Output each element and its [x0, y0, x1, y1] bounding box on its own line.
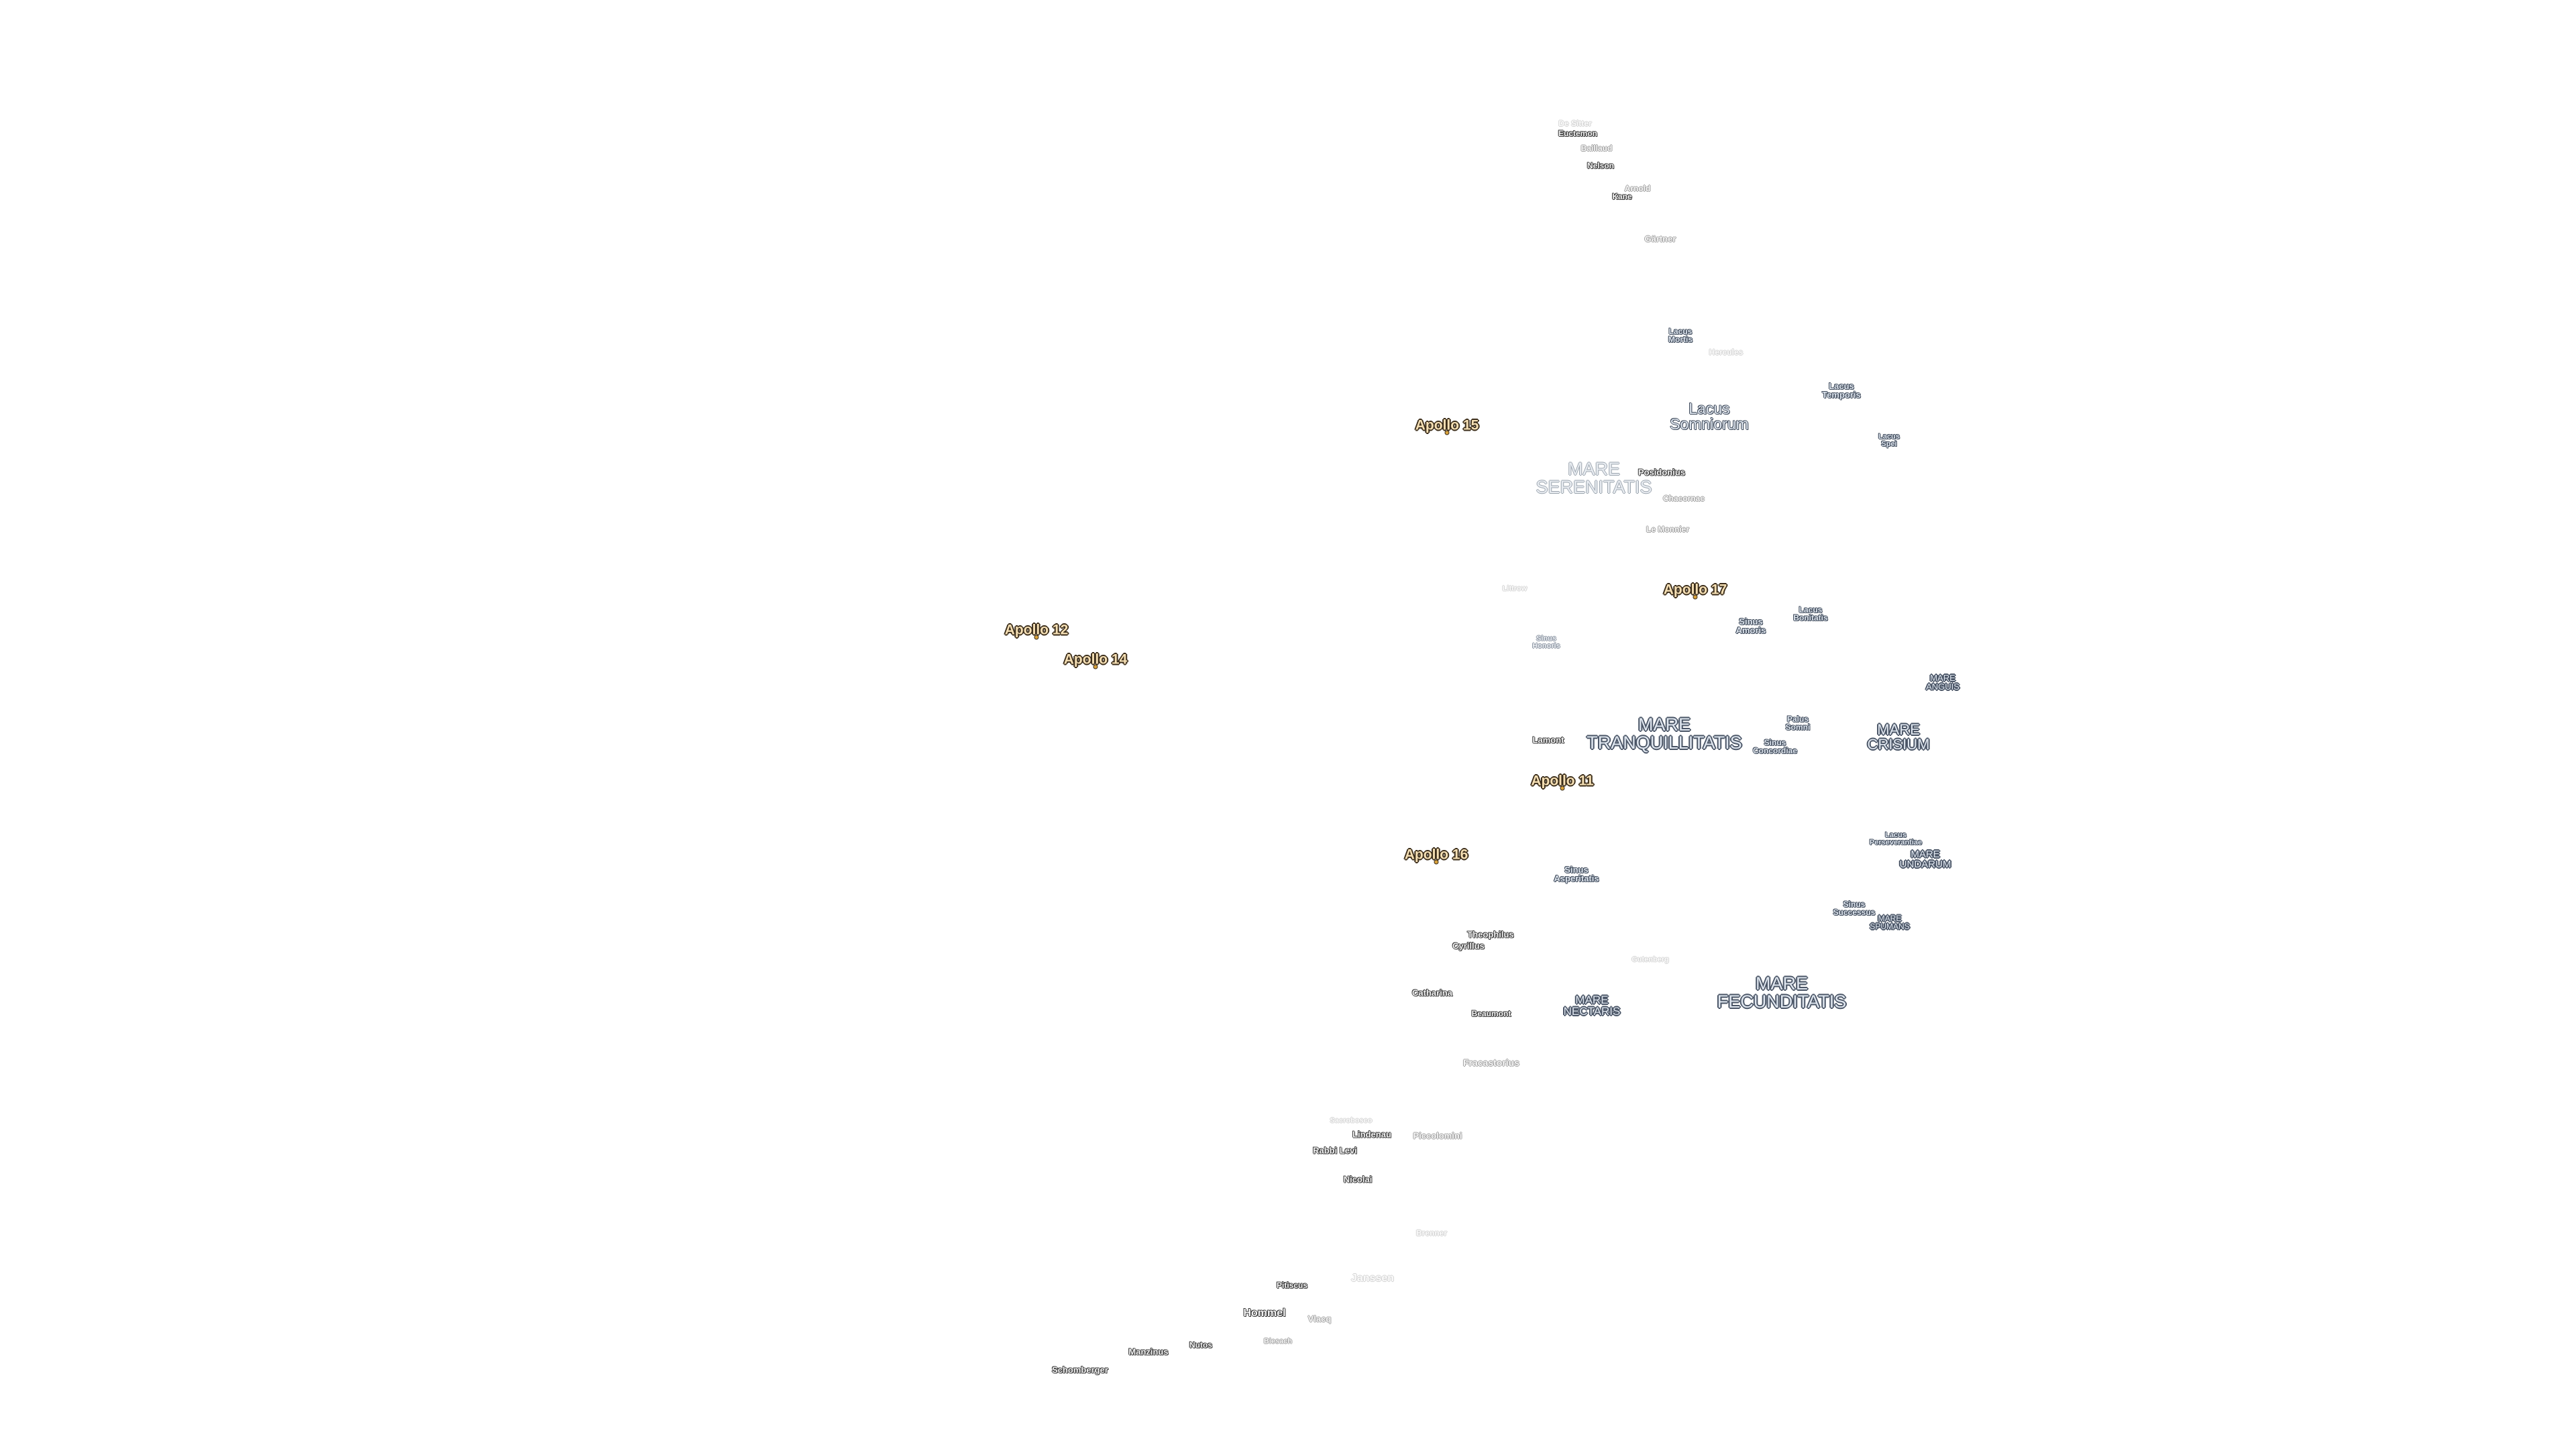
crater-label-hommel: Hommel	[1243, 1307, 1286, 1319]
bay-label-sinus-amoris: Sinus Amoris	[1735, 616, 1766, 635]
crater-label-arnold: Arnold	[1624, 184, 1651, 193]
crater-label-theophilus: Theophilus	[1467, 929, 1514, 940]
crater-label-brenner: Brenner	[1415, 1228, 1448, 1238]
crater-label-sacrobosco: Sacrobosco	[1330, 1116, 1373, 1125]
apollo-17-site-marker[interactable]	[1693, 594, 1698, 600]
sea-label-mare-nectaris: MARE NECTARIS	[1563, 994, 1621, 1018]
lake-label-lacus-temporis: Lacus Temporis	[1822, 381, 1861, 400]
apollo-12-site-marker[interactable]	[1034, 635, 1039, 640]
sea-label-mare-undarum: MARE UNDARUM	[1899, 849, 1951, 870]
apollo-16-site-marker[interactable]	[1434, 859, 1439, 865]
apollo-16-label[interactable]: Apollo 16	[1404, 847, 1468, 863]
crater-label-littrow: Littrow	[1502, 584, 1527, 593]
crater-label-biesach: Biesach	[1263, 1337, 1293, 1346]
crater-label-le-monnier: Le Monnier	[1646, 525, 1690, 534]
apollo-11-site-marker[interactable]	[1560, 786, 1565, 791]
sea-label-mare-crisium: MARE CRISIUM	[1867, 721, 1930, 753]
crater-label-cyrillus: Cyrillus	[1452, 941, 1485, 951]
lake-label-lacus-somniorum: Lacus Somniorum	[1670, 400, 1749, 433]
apollo-15-site-marker[interactable]	[1444, 430, 1450, 435]
crater-label-gartner: Gärtner	[1644, 233, 1676, 244]
crater-label-piccolomini: Piccolomini	[1413, 1130, 1462, 1141]
crater-label-manzinus: Manzinus	[1128, 1346, 1169, 1357]
crater-label-rabbi-levi: Rabbi Levi	[1313, 1145, 1357, 1156]
crater-label-nicolai: Nicolai	[1343, 1174, 1373, 1185]
sea-label-mare-fecunditatis: MARE FECUNDITATIS	[1717, 973, 1847, 1012]
crater-label-euctemon: Euctemon	[1558, 129, 1598, 138]
crater-label-lindenau: Lindenau	[1352, 1129, 1391, 1140]
crater-label-lamont: Lamont	[1532, 735, 1564, 745]
bay-label-sinus-asperitatis: Sinus Asperitatis	[1554, 865, 1599, 883]
crater-label-fracastorius: Fracastorius	[1462, 1057, 1520, 1068]
apollo-12-label[interactable]: Apollo 12	[1004, 622, 1069, 638]
lake-label-lacus-perseverantiae: Lacus Perseverantiae	[1869, 831, 1923, 847]
sea-label-mare-tranquillitatis: MARE TRANQUILLITATIS	[1587, 714, 1742, 753]
apollo-14-site-marker[interactable]	[1093, 664, 1098, 669]
crater-label-schomberger: Schomberger	[1052, 1364, 1108, 1375]
sea-label-mare-serenitatis: MARE SERENITATIS	[1536, 459, 1652, 497]
crater-label-catharina: Catharina	[1412, 987, 1452, 998]
apollo-15-label[interactable]: Apollo 15	[1415, 417, 1479, 433]
lake-label-lacus-bonitatis: Lacus Bonitatis	[1793, 605, 1828, 623]
bay-label-sinus-concordiae: Sinus Concordiae	[1752, 738, 1798, 755]
crater-label-de-sitter: De Sitter	[1558, 119, 1592, 128]
apollo-14-label[interactable]: Apollo 14	[1063, 651, 1128, 667]
crater-label-gutenberg: Gutenberg	[1631, 955, 1669, 964]
marsh-label-palus-somni: Palus Somni	[1785, 714, 1811, 732]
crater-label-kane: Kane	[1612, 192, 1632, 201]
lake-label-lacus-mortis: Lacus Mortis	[1668, 327, 1693, 344]
crater-label-nutos: Nutos	[1189, 1340, 1212, 1350]
crater-label-janssen: Janssen	[1350, 1273, 1395, 1284]
lake-label-lacus-spei: Lacus Spei	[1878, 433, 1900, 448]
bay-label-sinus-successus: Sinus Successus	[1833, 900, 1876, 917]
sea-label-mare-anguis: MARE ANGUIS	[1926, 673, 1960, 692]
crater-label-hercules: Hercules	[1709, 347, 1743, 357]
crater-label-baillaud: Baillaud	[1580, 144, 1613, 153]
crater-label-beaumont: Beaumont	[1471, 1009, 1511, 1018]
apollo-11-label[interactable]: Apollo 11	[1531, 773, 1594, 789]
crater-label-vlacq: Vlacq	[1307, 1313, 1332, 1324]
crater-label-chacornac: Chacornac	[1662, 494, 1705, 503]
crater-label-posidonius: Posidonius	[1638, 467, 1686, 478]
crater-label-pitiscus: Pitiscus	[1276, 1281, 1308, 1290]
crater-label-nelson: Nelson	[1587, 161, 1615, 170]
bay-label-sinus-honoris: Sinus Honoris	[1532, 635, 1560, 650]
apollo-17-label[interactable]: Apollo 17	[1663, 582, 1727, 598]
sea-label-mare-spumans: MARE SPUMANS	[1870, 914, 1910, 931]
